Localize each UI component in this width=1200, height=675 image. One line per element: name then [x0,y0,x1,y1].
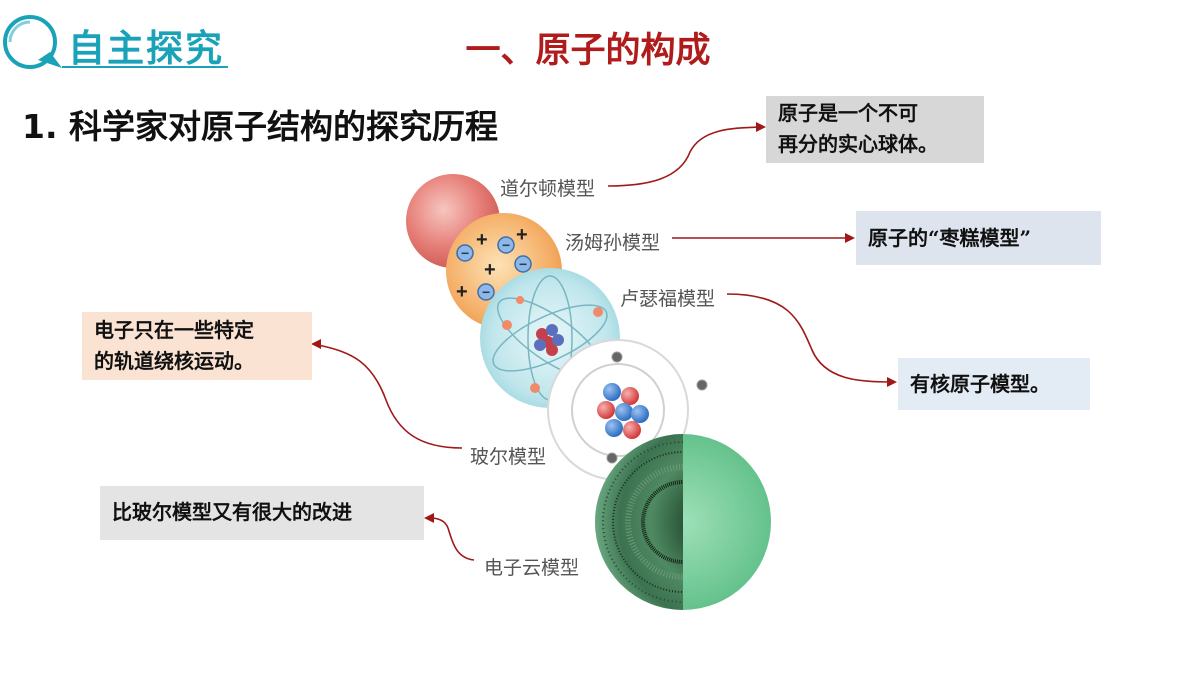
svg-text:+: + [476,229,488,251]
connector-lines [317,126,891,561]
note-dalton: 原子是一个不可 再分的实心球体。 [766,96,984,163]
svg-text:−: − [482,284,490,300]
note-bohr-line1: 电子只在一些特定 [94,318,254,342]
section-title: 一、原子的构成 [0,22,1200,73]
note-dalton-line1: 原子是一个不可 [778,101,918,125]
label-thomson: 汤姆孙模型 [565,232,661,254]
label-dalton: 道尔顿模型 [500,178,596,200]
note-thomson: 原子的“枣糕模型” [856,211,1101,265]
label-cloud: 电子云模型 [484,557,580,579]
electron-cloud-sphere [595,434,771,610]
arrow-heads [311,122,897,523]
search-icon [3,15,62,69]
brand-label: 自主探究 [68,27,224,70]
svg-text:+: + [516,224,528,246]
section-title-text: 一、原子的构成 [465,31,711,71]
note-rutherford: 有核原子模型。 [898,358,1090,410]
page-subtitle: 1. 科学家对原子结构的探究历程 [22,107,498,146]
svg-text:−: − [519,256,527,272]
svg-text:+: + [484,259,496,281]
note-bohr-line2: 的轨道绕核运动。 [94,349,254,373]
svg-text:−: − [502,237,510,253]
label-rutherford: 卢瑟福模型 [620,288,716,310]
note-dalton-line2: 再分的实心球体。 [778,132,938,156]
note-cloud: 比玻尔模型又有很大的改进 [100,486,424,540]
note-bohr: 电子只在一些特定 的轨道绕核运动。 [82,312,312,380]
brand-underline [62,66,228,68]
label-bohr: 玻尔模型 [470,446,547,468]
svg-text:+: + [456,281,468,303]
svg-text:−: − [461,245,469,261]
